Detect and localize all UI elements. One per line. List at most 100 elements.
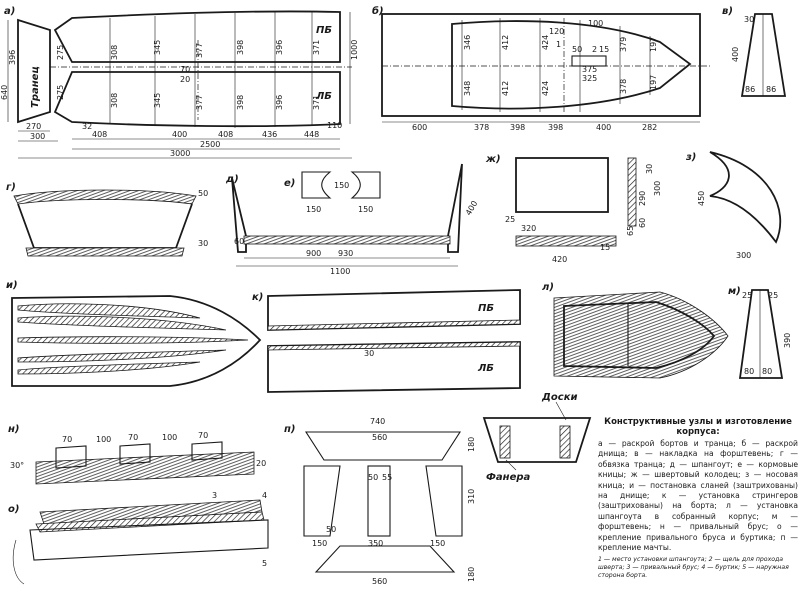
bow-knee-outline: [709, 151, 782, 244]
note-2-b: 2: [592, 45, 597, 54]
dim-70b-n: 70: [128, 433, 138, 442]
floorboard-2: [17, 315, 227, 331]
dim-100b-n: 100: [162, 433, 177, 442]
doski-label: Доски: [541, 392, 578, 403]
dim-325-b: 325: [582, 74, 597, 83]
svg-text:345: 345: [153, 40, 162, 55]
trunk-base: [515, 235, 617, 247]
dim-150a-p: 150: [312, 539, 327, 548]
panel-p-mast-mount: п) 740 560 180 50 55 310 50 150 350 150 …: [284, 392, 592, 586]
dim-150c-e: 150: [358, 205, 373, 214]
dim-70c-n: 70: [198, 431, 208, 440]
dim-60-d: 60: [234, 237, 244, 246]
dim-436: 436: [262, 130, 277, 139]
block-1: [55, 445, 87, 469]
svg-text:345: 345: [153, 93, 162, 108]
stem-outline: [738, 289, 784, 379]
stem-plate-outline: [740, 13, 787, 97]
dim-275-bottom: 275: [56, 85, 65, 100]
mast-step-bottom: [314, 545, 456, 573]
dim-400: 400: [172, 130, 187, 139]
mast-bracket-left: [303, 465, 341, 537]
lb-bottom-label: ЛБ: [315, 91, 332, 102]
dim-400-v: 400: [731, 47, 740, 62]
fanera-label: Фанера: [486, 472, 531, 483]
panel-a-side-and-transom-layout: а) Транец ПБ ЛБ 308 345 377 398 396 371 …: [0, 6, 359, 159]
dim-20-a: 20: [180, 75, 190, 84]
panel-zh-label: ж): [485, 154, 501, 165]
panel-l-assembled-hull: л): [542, 282, 729, 379]
station-dims-bottom-b: 348 412 424 378 197: [463, 75, 658, 96]
trunk-side-view: [515, 157, 609, 213]
station-lines-a: [109, 12, 313, 128]
dim-80a-m: 80: [744, 367, 754, 376]
callout-3-o: 3: [212, 491, 217, 500]
panel-v-label: в): [722, 6, 733, 17]
dim-150b-e: 150: [306, 205, 321, 214]
mast-partner-top: [304, 431, 462, 461]
transom-frame-sides: [17, 203, 193, 249]
svg-text:346: 346: [463, 35, 472, 50]
panel-i-floorboards: и): [6, 280, 262, 387]
dim-3000: 3000: [170, 149, 190, 158]
dim-150b-p: 150: [430, 539, 445, 548]
dim-86b-v: 86: [766, 85, 776, 94]
svg-text:424: 424: [541, 81, 550, 96]
lb-label-k: ЛБ: [477, 363, 494, 374]
svg-text:197: 197: [649, 37, 658, 52]
dim-900-d: 900: [306, 249, 321, 258]
panel-g-transom-frame: г) 50 30: [6, 182, 208, 257]
dim-390-m: 390: [783, 333, 792, 348]
dim-560b-p: 560: [372, 577, 387, 586]
dim-150-e: 150: [334, 181, 349, 190]
stringer-bottom: [267, 341, 521, 351]
dim-600-b: 600: [412, 123, 427, 132]
dim-lines-horizontal-a: [18, 130, 352, 159]
panel-n-label: н): [8, 424, 19, 435]
callout-4-o: 4: [262, 491, 267, 500]
panel-g-label: г): [6, 182, 16, 193]
dim-120-b: 120: [549, 27, 564, 36]
dim-398b-b: 398: [548, 123, 563, 132]
dim-100-b: 100: [588, 19, 603, 28]
dim-100a-n: 100: [96, 435, 111, 444]
hull-side-o: [29, 519, 269, 561]
dim-408b: 408: [218, 130, 233, 139]
dim-1100-d: 1100: [330, 267, 350, 276]
side-panel-top: [53, 10, 341, 63]
dim-30-zh: 30: [645, 164, 654, 174]
svg-text:378: 378: [619, 79, 628, 94]
centerboard-slot: [571, 55, 607, 67]
svg-text:371: 371: [312, 95, 321, 110]
side-panel-bottom: [53, 71, 341, 128]
panel-k-label: к): [252, 292, 263, 303]
panel-m-stem: м) 25 25 390 80 80: [728, 286, 792, 379]
frame-floor: [243, 235, 451, 245]
svg-text:308: 308: [110, 45, 119, 60]
caption-footnote: 1 — место установки шпангоута; 2 — щель …: [598, 556, 789, 580]
dim-50-b: 50: [572, 45, 582, 54]
transom-label: Транец: [30, 66, 41, 108]
floor-outline: [11, 295, 262, 387]
note-1-b: 1: [556, 40, 561, 49]
dim-560a-p: 560: [372, 433, 387, 442]
dim-270: 270: [26, 122, 41, 131]
dim-30-v: 30: [744, 15, 754, 24]
svg-text:197: 197: [649, 75, 658, 90]
fanera-leader: [505, 459, 517, 471]
station-dims-top-a: 308 345 377 398 396 371: [110, 40, 321, 60]
dim-32: 32: [82, 122, 92, 131]
dim-375-b: 375: [582, 65, 597, 74]
dim-50a-p: 50: [368, 473, 378, 482]
bottom-panel-shape: [451, 20, 692, 110]
dim-2500: 2500: [200, 140, 220, 149]
knee-right: [350, 171, 381, 199]
dim-25b-m: 25: [768, 291, 778, 300]
bottom-sheet-outline: [381, 13, 701, 117]
svg-text:379: 379: [619, 37, 628, 52]
svg-text:412: 412: [501, 81, 510, 96]
panel-d-frame: д) 900 930 1100 400 60: [225, 163, 479, 276]
dim-300-z: 300: [736, 251, 751, 260]
dim-70a-n: 70: [62, 435, 72, 444]
hull-interior: [563, 301, 716, 369]
